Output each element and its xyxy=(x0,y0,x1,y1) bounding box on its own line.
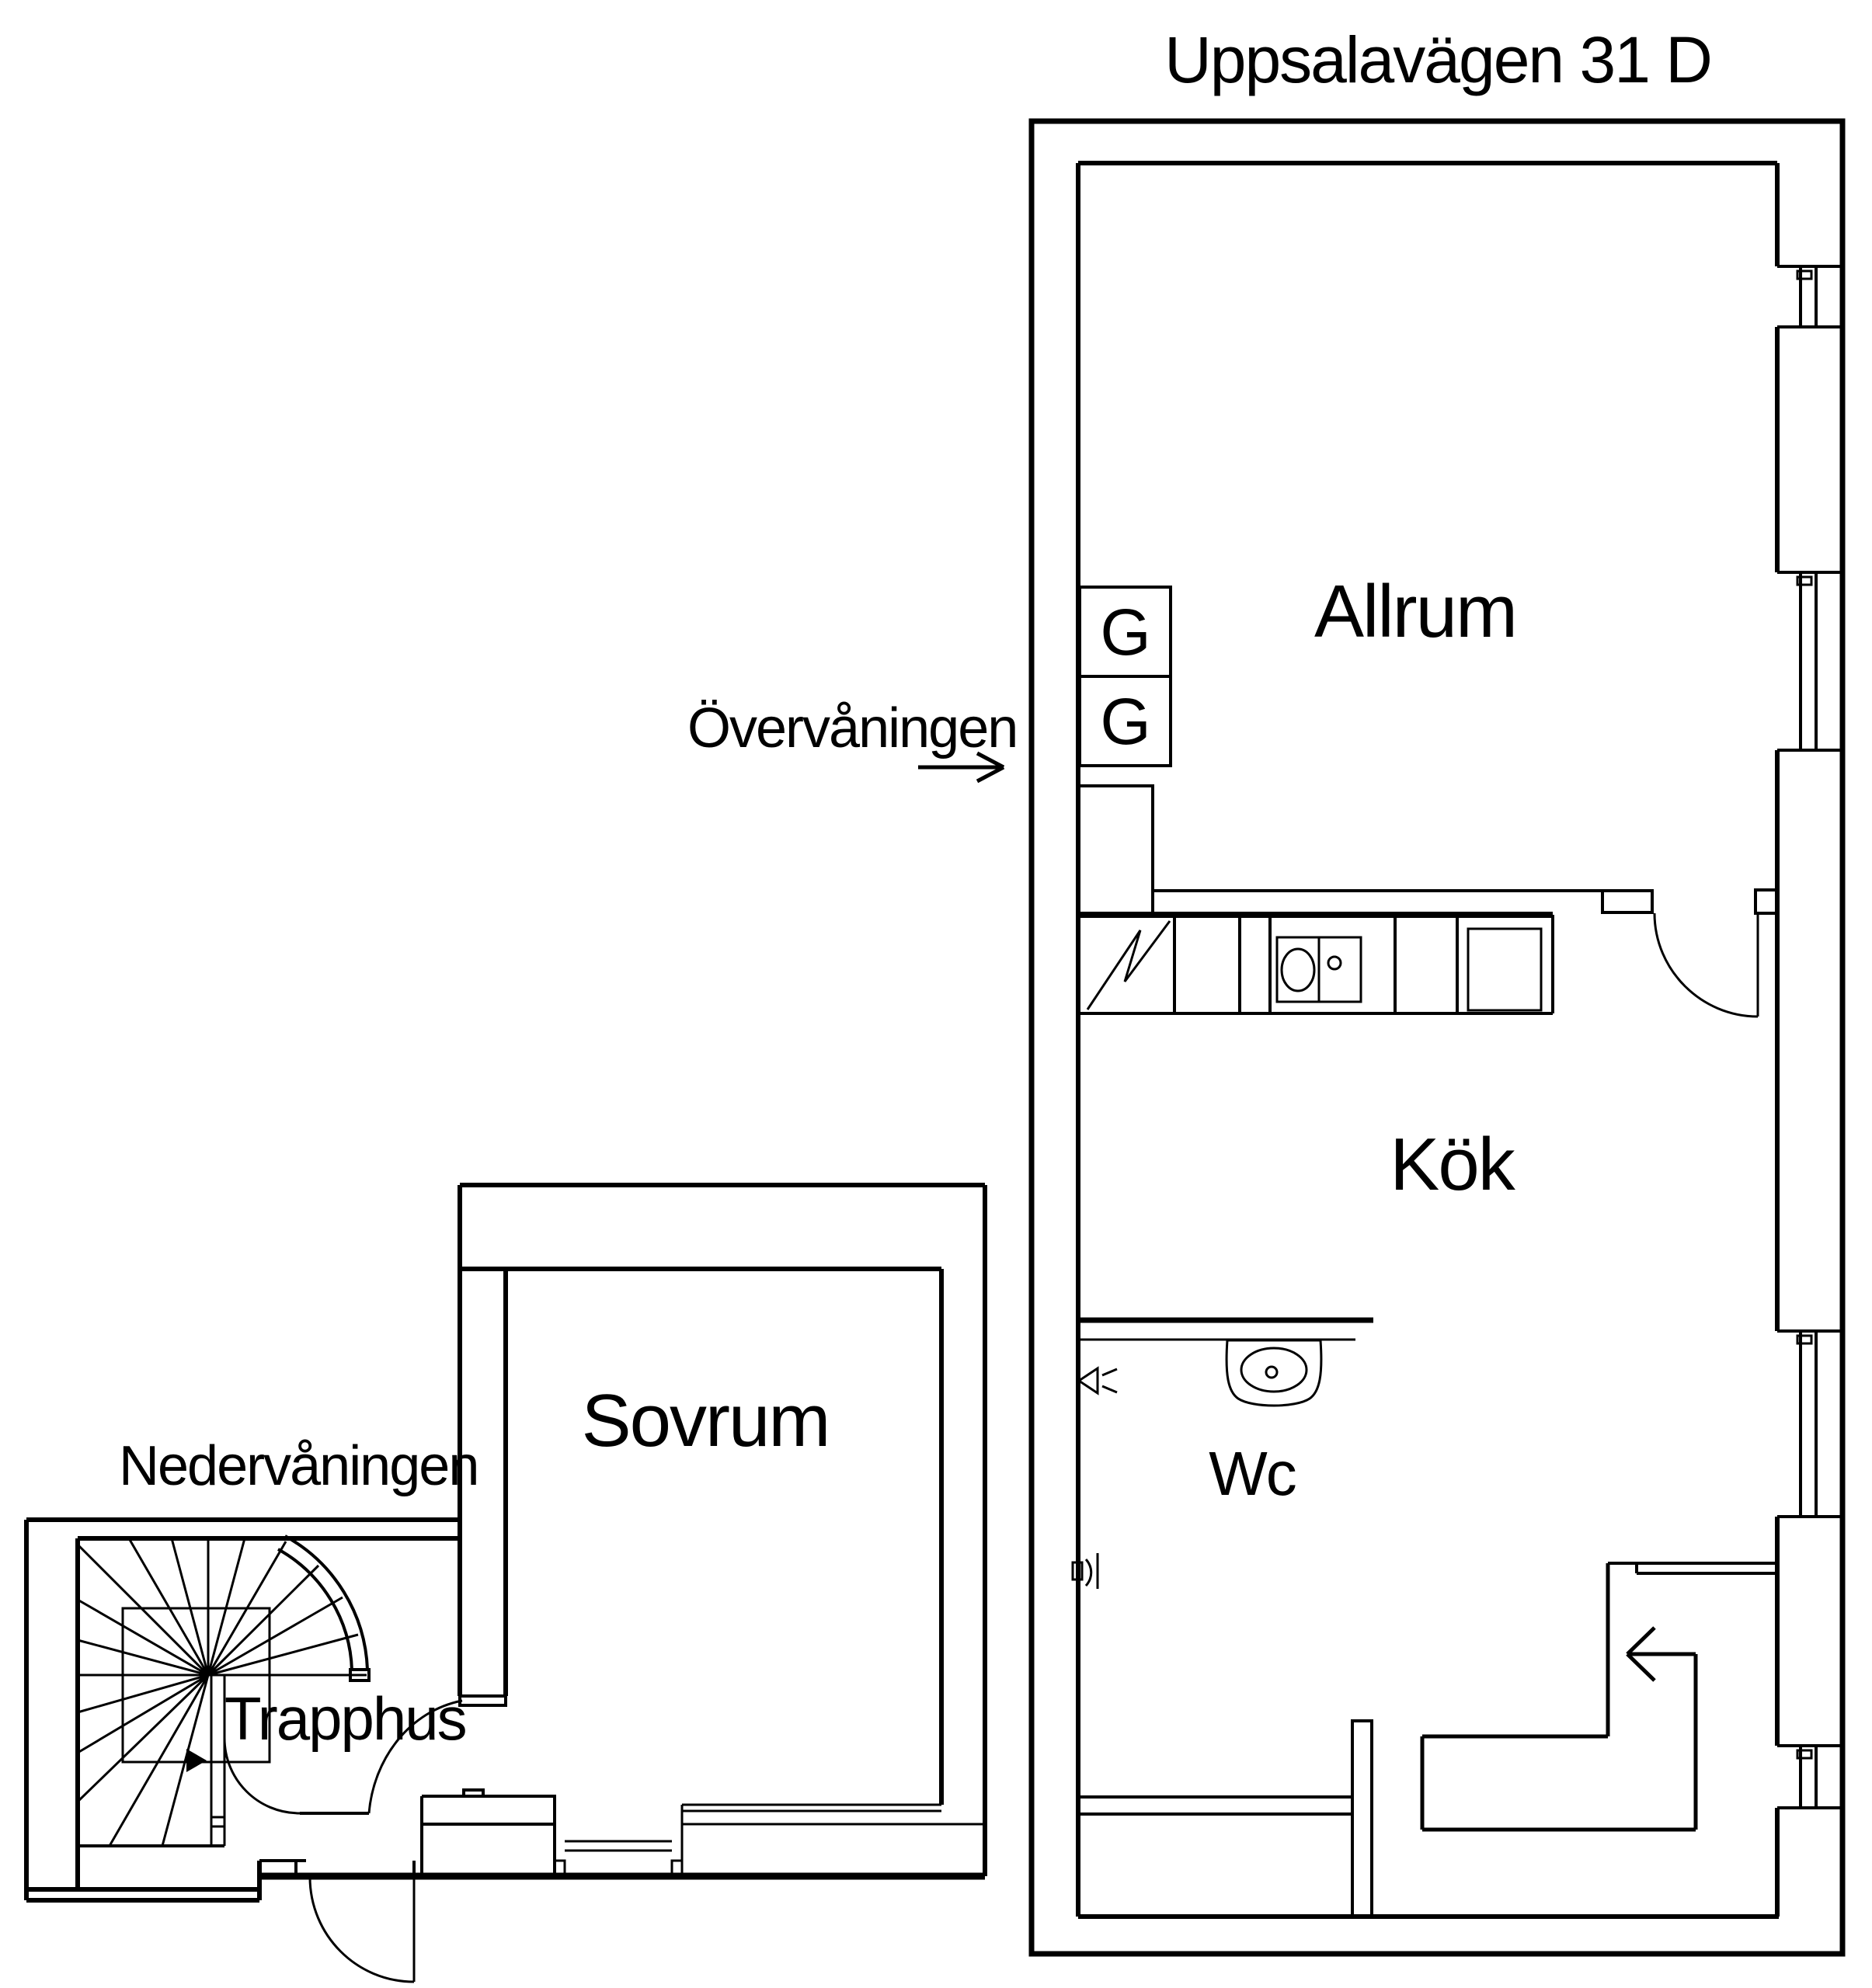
toilet-drain-icon xyxy=(1265,1365,1279,1379)
room-label-trapphus: Trapphus xyxy=(224,1684,466,1753)
upper-floor-arrow-icon xyxy=(918,751,1005,784)
window-latch-icon xyxy=(1796,269,1813,1760)
sink-icon xyxy=(1275,936,1362,1003)
window-icon xyxy=(1777,265,1842,1809)
hall-window-icon xyxy=(553,1840,684,1878)
stair-direction-arrow-icon xyxy=(1626,1626,1696,1682)
dishwasher-icon xyxy=(1086,920,1171,1010)
counter-units xyxy=(1079,915,1554,1015)
entrance-jambs xyxy=(259,1859,416,1876)
wall-fixture-icon xyxy=(1071,1553,1099,1589)
toilet-bowl-icon xyxy=(1240,1347,1308,1393)
lower-floor-plan xyxy=(24,1183,987,1983)
upper-inner-wall xyxy=(1076,161,1780,1919)
vent-icon xyxy=(1077,1366,1118,1395)
sink-basin-icon xyxy=(1280,947,1316,992)
upper-outer-wall xyxy=(1028,118,1846,1957)
room-label-kok: Kök xyxy=(1390,1123,1515,1206)
toilet-icon xyxy=(1225,1339,1323,1407)
sovrum-walls xyxy=(458,1183,987,1876)
wardrobe-label: G xyxy=(1100,596,1149,669)
sovrum-window-icon xyxy=(680,1803,985,1876)
cabinet-icon xyxy=(1077,784,1154,916)
page-title: Uppsalavägen 31 D xyxy=(1164,23,1711,96)
door-swing-icon xyxy=(1653,912,1759,1018)
spiral-stair-arrow-icon xyxy=(186,1749,207,1772)
sink-tap-icon xyxy=(1327,955,1342,971)
stair-landing-edge xyxy=(1608,1562,1779,1575)
upper-floor-label: Övervåningen xyxy=(687,697,1017,759)
room-label-sovrum: Sovrum xyxy=(582,1379,830,1462)
entrance-door-swing-icon xyxy=(308,1876,416,1983)
wardrobe-label: G xyxy=(1100,685,1149,758)
stair-step xyxy=(1078,1719,1373,1918)
spiral-stair-edge xyxy=(210,1675,226,1846)
lower-floor-label: Nedervåningen xyxy=(119,1435,478,1497)
spiral-stair-handrail xyxy=(277,1534,371,1682)
room-label-wc: Wc xyxy=(1209,1439,1296,1508)
sovrum-door-jamb xyxy=(458,1694,507,1707)
spiral-stair-core xyxy=(121,1607,271,1764)
room-label-allrum: Allrum xyxy=(1314,570,1516,653)
wardrobe-icon xyxy=(1078,586,1172,767)
stove-icon xyxy=(1467,927,1543,1012)
spiral-stair-treads xyxy=(76,1538,367,1847)
hall-door-swing-icon xyxy=(223,1699,463,1815)
stairwell-walls xyxy=(24,1517,460,1903)
allrum-kok-wall xyxy=(1153,888,1779,915)
upper-floor-plan xyxy=(1028,118,1846,1957)
stair-outline xyxy=(1420,1563,1698,1832)
chimney-block xyxy=(420,1788,556,1876)
